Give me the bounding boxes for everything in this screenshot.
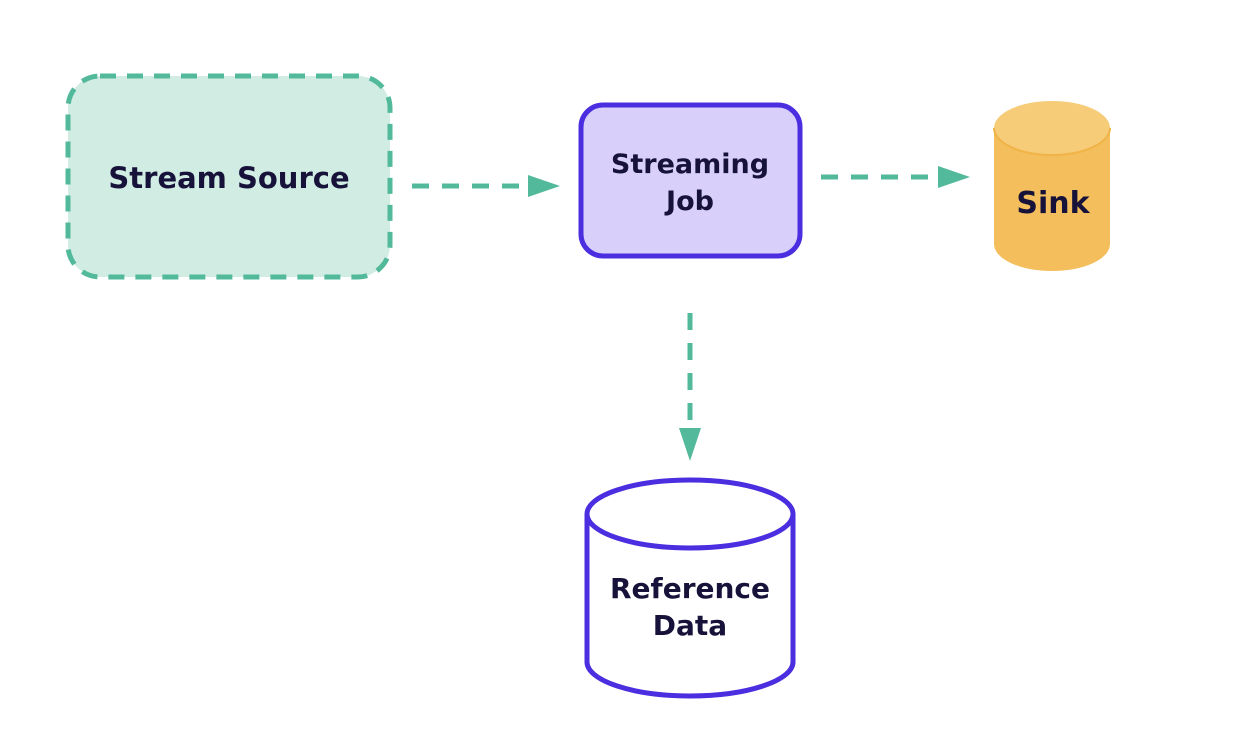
- edge-job-to-sink: [821, 166, 970, 188]
- streaming-job-label-line2: Job: [664, 186, 714, 217]
- sink-cylinder-rim: [993, 127, 1111, 156]
- sink-label: Sink: [1016, 186, 1090, 221]
- sink-node: Sink: [993, 101, 1111, 271]
- sink-cylinder-body: [994, 128, 1110, 271]
- edge-job-to-sink-arrowhead: [938, 166, 970, 188]
- stream-source-box: [65, 73, 393, 280]
- streaming-job-node: Streaming Job: [578, 102, 803, 259]
- reference-data-cylinder-top: [584, 477, 796, 551]
- sink-cylinder-top: [994, 101, 1110, 155]
- reference-data-cylinder-body: [584, 514, 796, 699]
- reference-data-node: Reference Data: [584, 477, 796, 699]
- edge-source-to-job: [412, 175, 560, 197]
- streaming-job-label-line1: Streaming: [611, 149, 769, 180]
- edge-job-to-reference-arrowhead: [679, 428, 701, 461]
- reference-data-label-line1: Reference: [610, 572, 770, 605]
- stream-source-label: Stream Source: [108, 161, 349, 195]
- edge-source-to-job-arrowhead: [528, 175, 560, 197]
- stream-source-node: Stream Source: [65, 73, 393, 280]
- reference-data-label-line2: Data: [653, 609, 727, 642]
- edge-job-to-reference: [679, 313, 701, 461]
- streaming-job-box: [578, 102, 803, 259]
